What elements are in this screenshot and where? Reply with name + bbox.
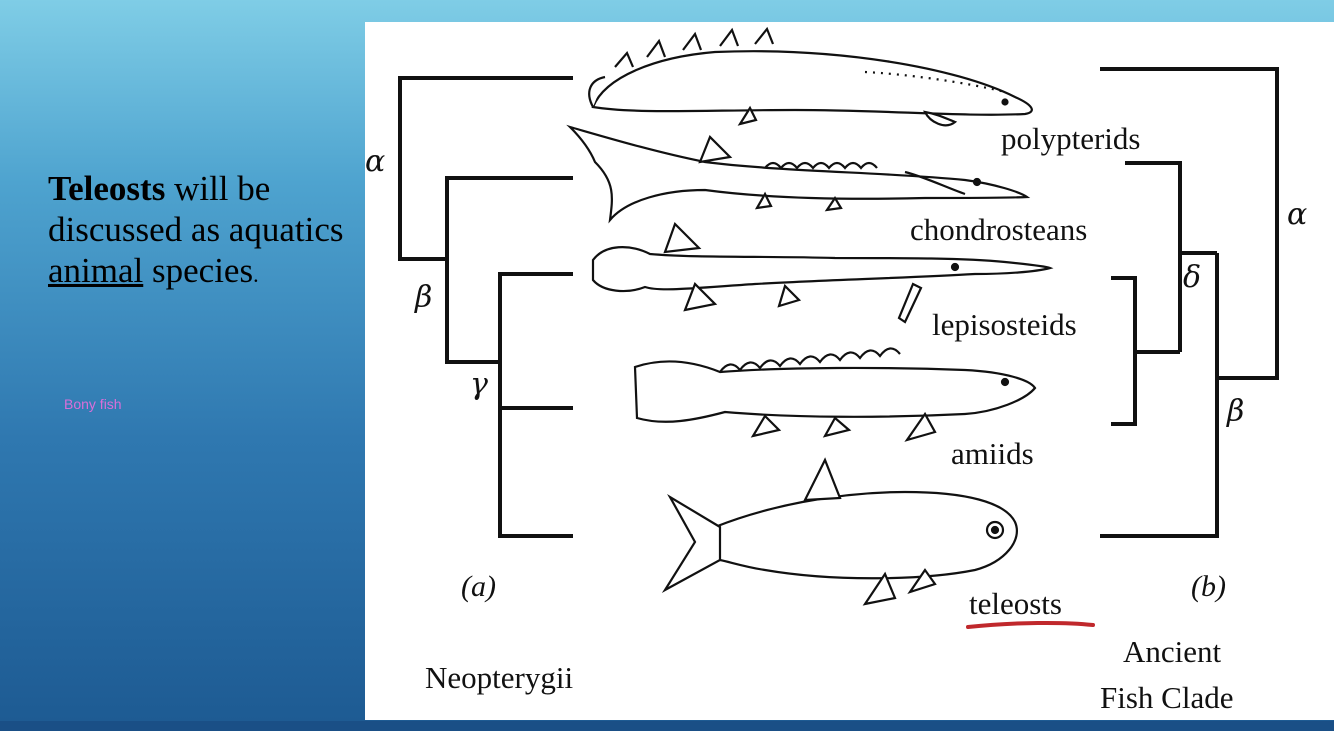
node-alpha-right: α: [1287, 197, 1308, 232]
node-beta-right: β: [1227, 394, 1245, 429]
panel-b-label: (b): [1191, 570, 1226, 603]
node-delta-right: δ: [1183, 260, 1202, 295]
bottom-strip: [0, 721, 1334, 731]
node-gamma-left: γ: [470, 367, 488, 402]
node-beta-left: β: [415, 280, 433, 315]
slide-text: Teleosts will be discussed as aquatics a…: [48, 168, 348, 295]
teleosts-red-underline: [966, 620, 1095, 629]
caption-ancient: Ancient: [1123, 634, 1222, 669]
text-period: .: [253, 262, 259, 287]
phylogeny-svg: [398, 26, 1279, 629]
polypterid-fish-illustration: [588, 26, 1033, 127]
phylogeny-figure: polypterids chondrosteans lepisosteids a…: [365, 22, 1334, 720]
chondrostean-fish-illustration: [566, 124, 1031, 224]
left-tree: [398, 76, 573, 538]
label-lepisosteids: lepisosteids: [932, 307, 1077, 342]
label-polypterids: polypterids: [1001, 121, 1141, 156]
label-amiids: amiids: [951, 436, 1034, 471]
right-tree: [1100, 67, 1279, 538]
caption-fish-clade: Fish Clade: [1100, 680, 1234, 715]
subnote-bony-fish: Bony fish: [64, 396, 122, 412]
text-part-2: species: [143, 251, 254, 290]
caption-neopterygii: Neopterygii: [425, 660, 574, 695]
panel-a-label: (a): [461, 570, 496, 603]
label-teleosts: teleosts: [969, 586, 1062, 621]
label-chondrosteans: chondrosteans: [910, 212, 1088, 247]
teleosts-bold: Teleosts: [48, 169, 166, 208]
node-alpha-left: α: [365, 144, 386, 179]
lepisosteid-fish-illustration: [591, 221, 1054, 324]
text-part-1: will be discussed as aquatics: [48, 169, 344, 249]
animal-underlined: animal: [48, 251, 144, 290]
amiid-fish-illustration: [633, 347, 1037, 442]
teleost-fish-illustration: [661, 457, 1018, 606]
